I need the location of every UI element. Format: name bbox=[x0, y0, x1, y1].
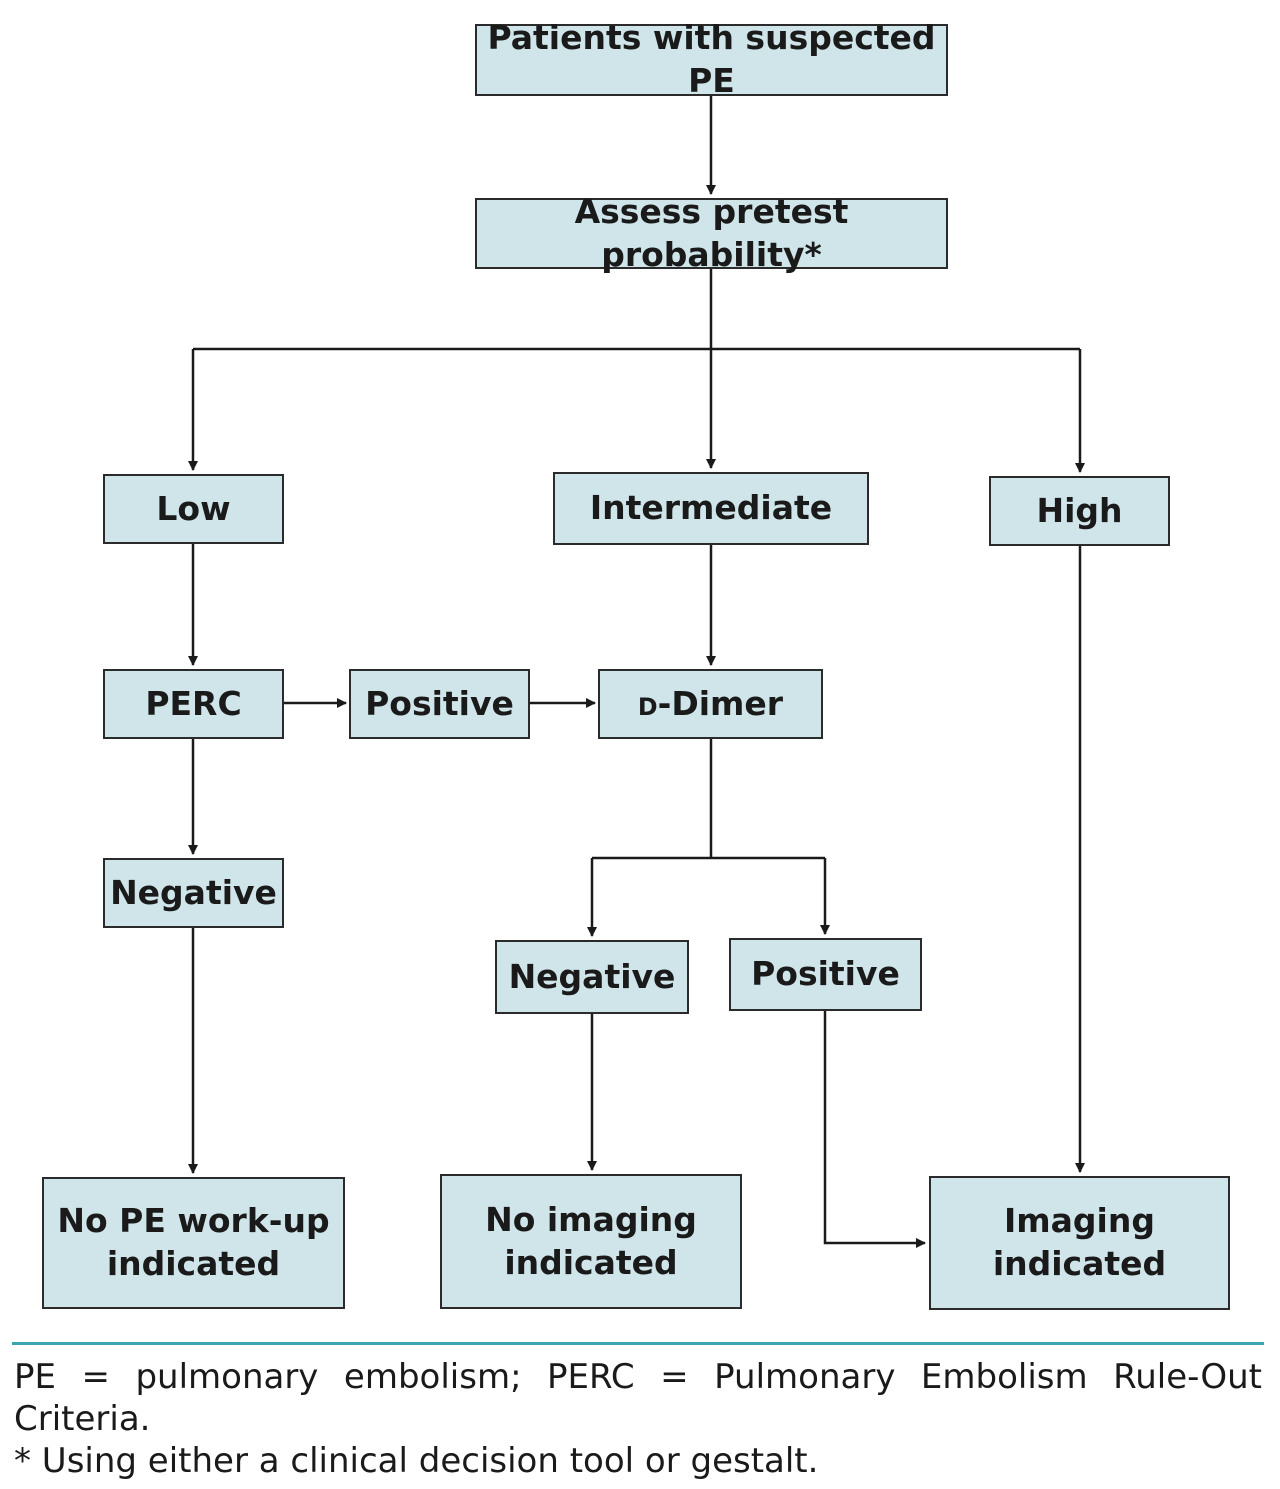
box-low: Low bbox=[103, 474, 284, 544]
box-assess-probability-label: Assess pretest probability* bbox=[574, 191, 849, 274]
arrow-positive-to-imaging bbox=[823, 1011, 926, 1248]
box-perc: PERC bbox=[103, 669, 284, 739]
box-no-imaging: No imaging indicated bbox=[440, 1174, 742, 1309]
box-ddimer-positive-label: Positive bbox=[751, 954, 900, 994]
box-high-label: High bbox=[1036, 490, 1123, 530]
box-imaging-line1: Imaging bbox=[1004, 1201, 1155, 1241]
box-assess-probability: Assess pretest probability* bbox=[475, 192, 948, 274]
footnote-abbreviations: PE = pulmonary embolism; PERC = Pulmonar… bbox=[14, 1357, 1262, 1439]
box-no-workup: No PE work-up indicated bbox=[42, 1177, 345, 1309]
footnote-divider bbox=[12, 1342, 1264, 1345]
box-ddimer-label: d-Dimer bbox=[638, 683, 783, 726]
box-perc-positive-label: Positive bbox=[365, 683, 514, 723]
box-no-imaging-line2: indicated bbox=[504, 1242, 678, 1282]
ddimer-rest: -Dimer bbox=[657, 683, 784, 723]
box-ddimer-negative-label: Negative bbox=[508, 956, 676, 996]
box-low-label: Low bbox=[156, 488, 231, 528]
footnote-asterisk: * Using either a clinical decision tool … bbox=[14, 1441, 819, 1481]
box-no-workup-line1: No PE work-up bbox=[57, 1201, 330, 1241]
box-perc-label: PERC bbox=[145, 683, 242, 723]
box-suspected-pe-label: Patients with suspected PE bbox=[487, 18, 936, 100]
box-ddimer-positive: Positive bbox=[729, 938, 922, 1011]
box-high: High bbox=[989, 476, 1170, 546]
box-imaging: Imaging indicated bbox=[929, 1176, 1230, 1310]
box-imaging-line2: indicated bbox=[992, 1244, 1167, 1283]
box-perc-negative-label: Negative bbox=[110, 872, 277, 912]
box-intermediate: Intermediate bbox=[553, 472, 869, 545]
box-no-imaging-line1: No imaging bbox=[485, 1199, 697, 1239]
box-ddimer-negative: Negative bbox=[495, 940, 689, 1014]
ddimer-prefix: d bbox=[637, 692, 658, 721]
box-perc-negative: Negative bbox=[103, 858, 284, 928]
box-no-workup-line2: indicated bbox=[106, 1244, 281, 1283]
box-intermediate-label: Intermediate bbox=[589, 488, 833, 528]
box-suspected-pe: Patients with suspected PE bbox=[475, 18, 948, 100]
box-perc-positive: Positive bbox=[349, 669, 530, 739]
box-ddimer: d-Dimer bbox=[598, 669, 823, 739]
